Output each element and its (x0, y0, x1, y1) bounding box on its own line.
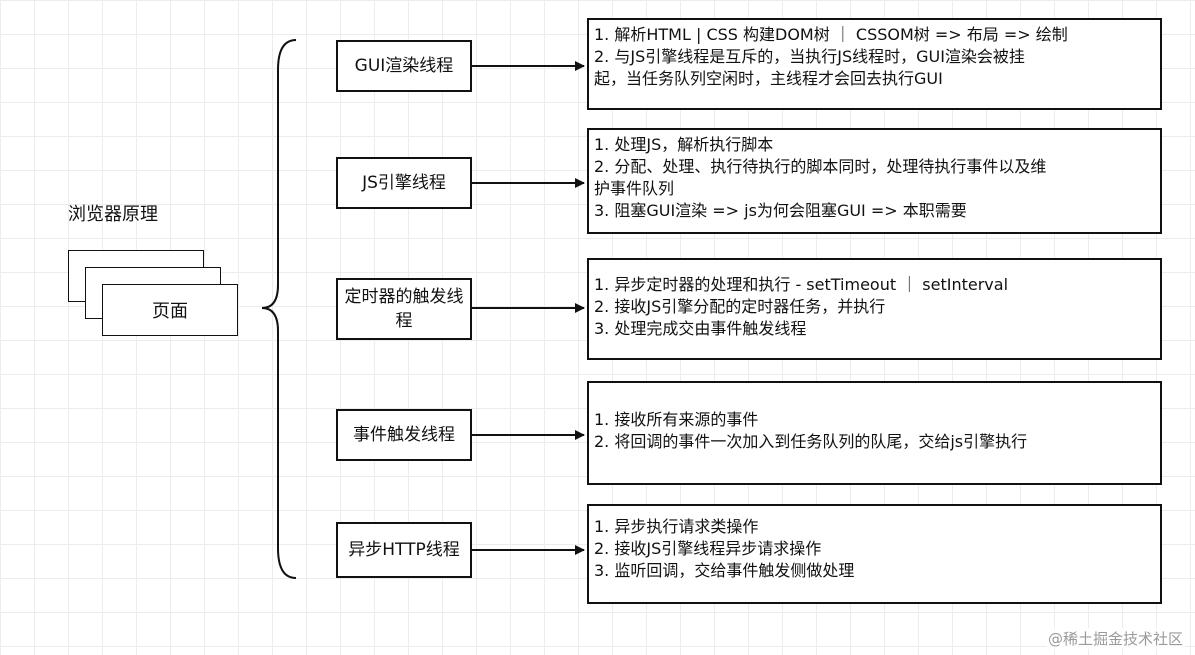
page-card-front: 页面 (102, 284, 238, 336)
detail-line: 护事件队列 (594, 179, 675, 198)
detail-box-js: 1. 处理JS，解析执行脚本 2. 分配、处理、执行待执行的脚本同时，处理待执行… (587, 128, 1162, 234)
detail-line: 2. 接收JS引擎分配的定时器任务，并执行 (594, 297, 886, 316)
detail-line: 2. 分配、处理、执行待执行的脚本同时，处理待执行事件以及维 (594, 157, 1047, 176)
detail-line: 2. 与JS引擎线程是互斥的，当执行JS线程时，GUI渲染会被挂 (594, 47, 1025, 66)
page-label: 页面 (152, 301, 188, 322)
detail-line: 1. 处理JS，解析执行脚本 (594, 135, 774, 154)
thread-label-js: JS引擎线程 (362, 173, 446, 193)
thread-label-http: 异步HTTP线程 (348, 540, 460, 560)
detail-box-gui: 1. 解析HTML | CSS 构建DOM树 ｜ CSSOM树 => 布局 =>… (587, 18, 1162, 110)
detail-line: 3. 处理完成交由事件触发线程 (594, 319, 807, 338)
thread-box-js: JS引擎线程 (336, 157, 472, 209)
detail-line: 起，当任务队列空闲时，主线程才会回去执行GUI (594, 69, 943, 88)
thread-box-gui: GUI渲染线程 (336, 40, 472, 92)
thread-label-event: 事件触发线程 (353, 425, 455, 445)
detail-line: 1. 接收所有来源的事件 (594, 410, 759, 429)
detail-line: 2. 接收JS引擎线程异步请求操作 (594, 539, 822, 558)
grouping-brace (261, 39, 297, 579)
thread-label-timer: 定时器的触发线程 (344, 287, 464, 331)
thread-box-http: 异步HTTP线程 (336, 522, 472, 578)
detail-line: 1. 解析HTML | CSS 构建DOM树 ｜ CSSOM树 => 布局 =>… (594, 25, 1068, 44)
watermark: @稀土掘金技术社区 (1045, 628, 1185, 649)
detail-line: 3. 阻塞GUI渲染 => js为何会阻塞GUI => 本职需要 (594, 201, 967, 220)
detail-line: 1. 异步执行请求类操作 (594, 517, 759, 536)
detail-line: 2. 将回调的事件一次加入到任务队列的队尾，交给js引擎执行 (594, 432, 1028, 451)
thread-box-timer: 定时器的触发线程 (336, 278, 472, 340)
diagram-title: 浏览器原理 (68, 204, 158, 225)
detail-box-timer: 1. 异步定时器的处理和执行 - setTimeout ｜ setInterva… (587, 258, 1162, 360)
detail-box-event: 1. 接收所有来源的事件 2. 将回调的事件一次加入到任务队列的队尾，交给js引… (587, 381, 1162, 485)
detail-box-http: 1. 异步执行请求类操作 2. 接收JS引擎线程异步请求操作 3. 监听回调，交… (587, 504, 1162, 604)
detail-line: 3. 监听回调，交给事件触发侧做处理 (594, 561, 855, 580)
thread-box-event: 事件触发线程 (336, 409, 472, 461)
thread-label-gui: GUI渲染线程 (354, 56, 454, 76)
detail-line: 1. 异步定时器的处理和执行 - setTimeout ｜ setInterva… (594, 275, 1009, 294)
